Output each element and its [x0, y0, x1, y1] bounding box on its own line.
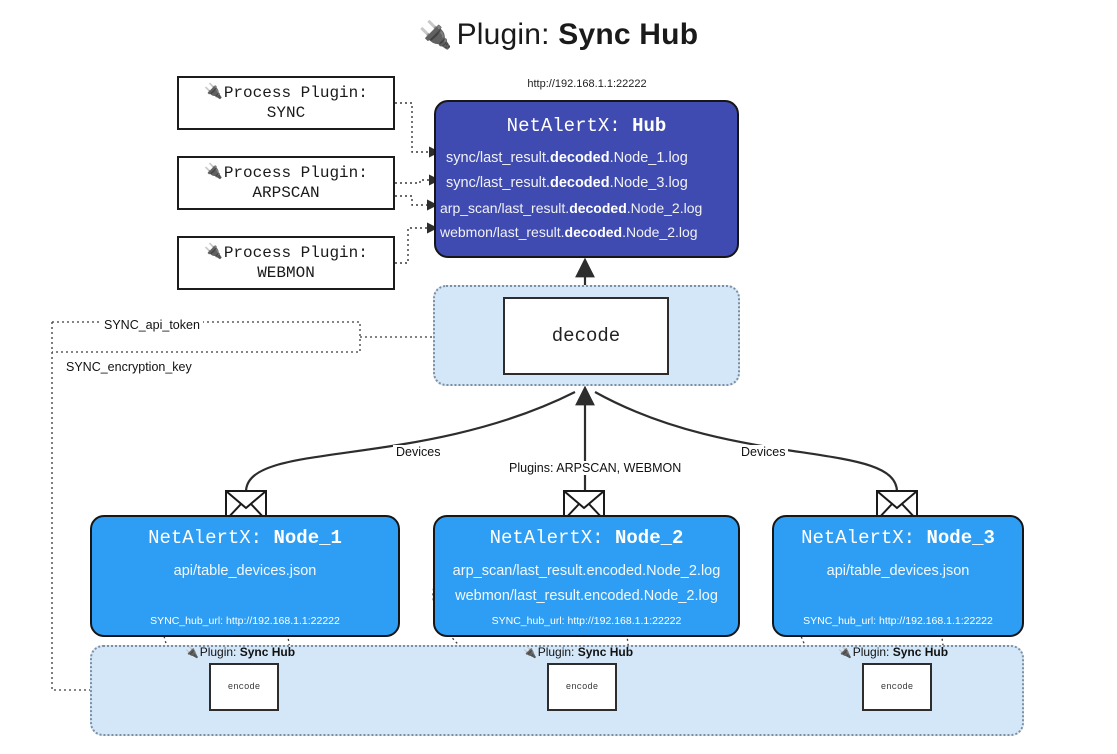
encode-box-3[interactable]: encode [862, 663, 932, 711]
hub-node[interactable]: NetAlertX: Hub sync/last_result.decoded.… [434, 100, 739, 258]
plug-icon: 🔌 [418, 20, 453, 50]
node-hub-url: SYNC_hub_url: http://192.168.1.1:22222 [150, 615, 340, 627]
encode-plugin-tag-1: 🔌Plugin: Sync Hub [185, 645, 295, 659]
node-name: Node_2 [615, 527, 684, 549]
encode-box-2[interactable]: encode [547, 663, 617, 711]
hub-log-line: sync/last_result.decoded.Node_1.log [446, 146, 737, 171]
hub-log-list: sync/last_result.decoded.Node_1.log sync… [436, 146, 737, 244]
plug-icon: 🔌 [838, 647, 852, 659]
page-title-name: Sync Hub [558, 18, 699, 51]
tag-name: Sync Hub [577, 645, 634, 659]
encode-plugin-tag-3: 🔌Plugin: Sync Hub [838, 645, 948, 659]
node-line-list: api/table_devices.json [774, 559, 1022, 584]
log-bold: decoded [564, 223, 623, 240]
node-title: NetAlertX: Node_1 [92, 527, 398, 549]
process-plugin-label: Process Plugin: [223, 243, 368, 262]
node-title: NetAlertX: Node_2 [435, 527, 738, 549]
node-3[interactable]: NetAlertX: Node_3 api/table_devices.json… [772, 515, 1024, 637]
hub-prefix: NetAlertX: [506, 115, 621, 137]
hub-title: NetAlertX: Hub [436, 115, 737, 137]
process-plugin-label: Process Plugin: [223, 163, 368, 182]
process-plugin-arpscan[interactable]: 🔌Process Plugin: ARPSCAN [177, 156, 395, 210]
log-pre: sync/last_result. [446, 150, 550, 166]
node-line-list: arp_scan/last_result.encoded.Node_2.log … [435, 559, 738, 610]
node-hub-url: SYNC_hub_url: http://192.168.1.1:22222 [803, 615, 993, 627]
log-post: .Node_3.log [609, 174, 688, 191]
node-2[interactable]: NetAlertX: Node_2 arp_scan/last_result.e… [433, 515, 740, 637]
plug-icon: 🔌 [204, 164, 223, 182]
node-line: api/table_devices.json [173, 563, 317, 579]
log-pre: sync/last_result. [446, 174, 550, 191]
node-1[interactable]: NetAlertX: Node_1 api/table_devices.json… [90, 515, 400, 637]
node-name: Node_1 [273, 527, 342, 549]
page-title-label: Plugin: [456, 18, 550, 51]
setting-api-token: SYNC_api_token [101, 318, 203, 332]
process-plugin-name: ARPSCAN [252, 184, 320, 202]
tag-label: Plugin: [199, 645, 237, 659]
node-prefix: NetAlertX: [148, 527, 263, 549]
decode-box[interactable]: decode [503, 297, 669, 375]
process-plugin-sync[interactable]: 🔌Process Plugin: SYNC [177, 76, 395, 130]
encode-box-1[interactable]: encode [209, 663, 279, 711]
page-title: 🔌Plugin: Sync Hub [0, 18, 1117, 52]
process-plugin-webmon[interactable]: 🔌Process Plugin: WEBMON [177, 236, 395, 290]
setting-encryption-key: SYNC_encryption_key [63, 360, 195, 374]
log-post: .Node_2.log [626, 199, 703, 216]
log-bold: decoded [549, 150, 610, 166]
hub-log-line: webmon/last_result.decoded.Node_2.log [440, 220, 737, 244]
node-line-list: api/table_devices.json [92, 559, 398, 584]
node-title: NetAlertX: Node_3 [774, 527, 1022, 549]
plug-icon: 🔌 [185, 647, 199, 659]
plug-icon: 🔌 [523, 647, 537, 659]
node-line: webmon/last_result.encoded.Node_2.log [455, 588, 718, 605]
plug-icon: 🔌 [204, 244, 223, 262]
edge-label-devices-right: Devices [738, 445, 789, 459]
node-prefix: NetAlertX: [489, 527, 604, 549]
edge-label-devices-left: Devices [393, 445, 444, 459]
log-bold: decoded [549, 174, 610, 191]
edge-label-plugins: Plugins: ARPSCAN, WEBMON [506, 461, 685, 475]
node-hub-url: SYNC_hub_url: http://192.168.1.1:22222 [491, 615, 682, 627]
hub-url: http://192.168.1.1:22222 [527, 78, 647, 90]
log-post: .Node_2.log [622, 223, 698, 240]
process-plugin-name: WEBMON [257, 264, 315, 282]
node-line: api/table_devices.json [826, 563, 970, 579]
log-post: .Node_1.log [609, 150, 688, 166]
node-line: arp_scan/last_result.encoded.Node_2.log [452, 563, 721, 579]
hub-log-line: arp_scan/last_result.decoded.Node_2.log [440, 196, 737, 220]
node-prefix: NetAlertX: [801, 527, 916, 549]
log-pre: webmon/last_result. [440, 223, 565, 240]
log-pre: arp_scan/last_result. [440, 199, 570, 216]
tag-label: Plugin: [537, 645, 575, 659]
hub-log-line: sync/last_result.decoded.Node_3.log [446, 171, 737, 196]
process-plugin-name: SYNC [266, 104, 306, 122]
node-name: Node_3 [926, 527, 995, 549]
encode-plugin-tag-2: 🔌Plugin: Sync Hub [523, 645, 633, 659]
tag-label: Plugin: [852, 645, 890, 659]
log-bold: decoded [569, 199, 627, 216]
tag-name: Sync Hub [239, 645, 296, 659]
plug-icon: 🔌 [204, 84, 223, 102]
hub-name: Hub [632, 115, 667, 137]
process-plugin-label: Process Plugin: [223, 83, 368, 102]
tag-name: Sync Hub [892, 645, 949, 659]
